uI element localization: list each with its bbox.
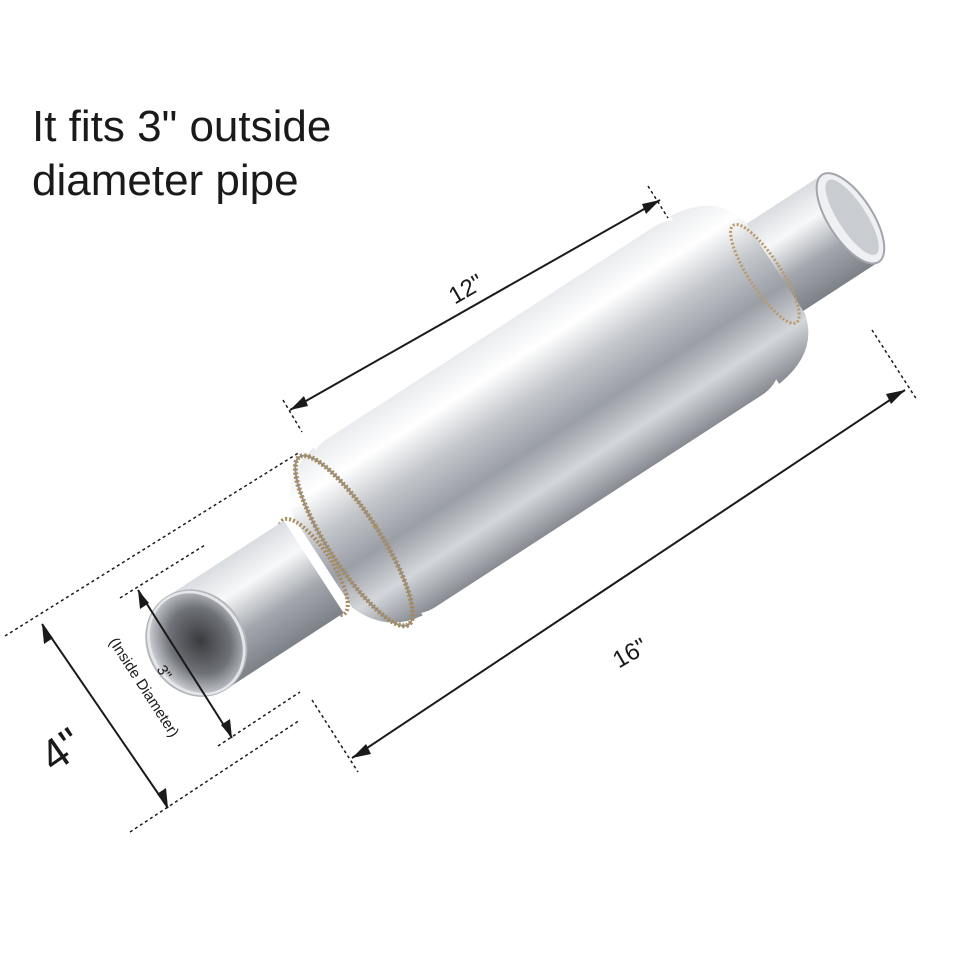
label-overall-length: 16" [608, 633, 652, 674]
label-body-length: 12" [444, 269, 488, 310]
dimension-lines [4, 185, 918, 833]
label-outer-diameter: 4" [31, 719, 92, 782]
muffler-body [308, 220, 781, 614]
headline-line-1: It fits 3" outside [32, 102, 332, 151]
inlet-cone [290, 447, 423, 623]
headline: It fits 3" outside diameter pipe [32, 100, 331, 208]
weld-seam-inlet [277, 516, 350, 617]
headline-line-2: diameter pipe [32, 156, 299, 205]
muffler [145, 172, 886, 697]
inlet-opening [149, 593, 243, 693]
